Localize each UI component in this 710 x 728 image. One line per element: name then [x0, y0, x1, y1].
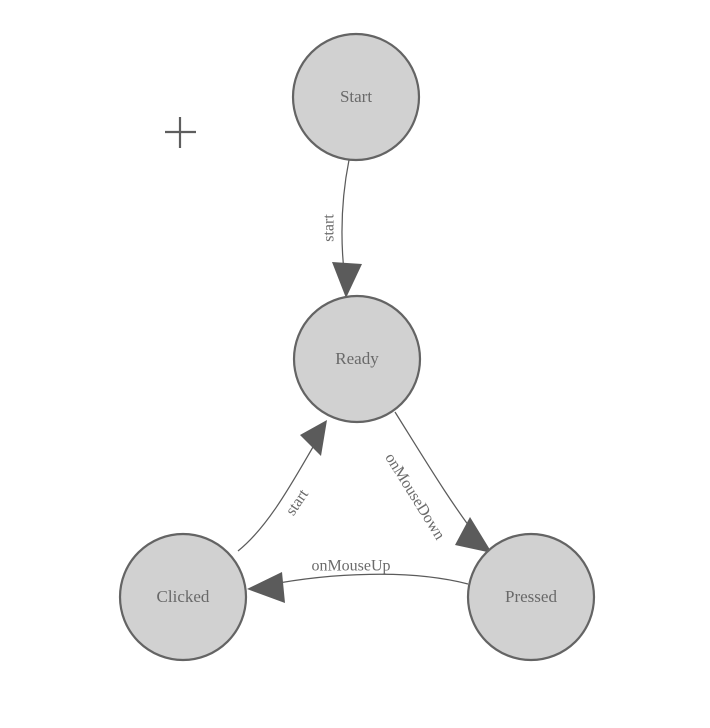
edge-path-clicked-to-ready[interactable]	[237, 446, 314, 552]
node-pressed-label: Pressed	[505, 587, 557, 606]
node-ready-circle[interactable]	[292, 294, 422, 424]
node-pressed[interactable]: Pressed	[466, 532, 596, 662]
edge-label-ready-to-pressed: onMouseDown	[381, 450, 448, 543]
edge-clicked-to-ready[interactable]: start	[237, 420, 327, 552]
node-start-circle[interactable]	[291, 32, 421, 162]
node-clicked[interactable]: Clicked	[118, 532, 248, 662]
arrowhead-pressed-to-clicked	[247, 572, 285, 603]
edge-start-to-ready[interactable]: start	[321, 159, 362, 298]
crosshair-icon	[165, 117, 196, 148]
node-clicked-circle[interactable]	[118, 532, 248, 662]
edge-label-start-to-ready: start	[321, 214, 338, 242]
node-ready-label: Ready	[335, 349, 379, 368]
node-clicked-label: Clicked	[157, 587, 210, 606]
arrowhead-clicked-to-ready	[300, 420, 327, 456]
node-ready[interactable]: Ready	[292, 294, 422, 424]
node-pressed-circle[interactable]	[466, 532, 596, 662]
node-start[interactable]: Start	[291, 32, 421, 162]
edge-pressed-to-clicked[interactable]: onMouseUp	[247, 558, 469, 603]
arrowhead-ready-to-pressed	[455, 517, 492, 553]
node-start-label: Start	[340, 87, 372, 106]
edge-path-pressed-to-clicked[interactable]	[267, 573, 469, 586]
edge-label-pressed-to-clicked: onMouseUp	[311, 558, 390, 575]
arrowhead-start-to-ready	[332, 262, 362, 298]
edge-ready-to-pressed[interactable]: onMouseDown	[381, 411, 492, 553]
